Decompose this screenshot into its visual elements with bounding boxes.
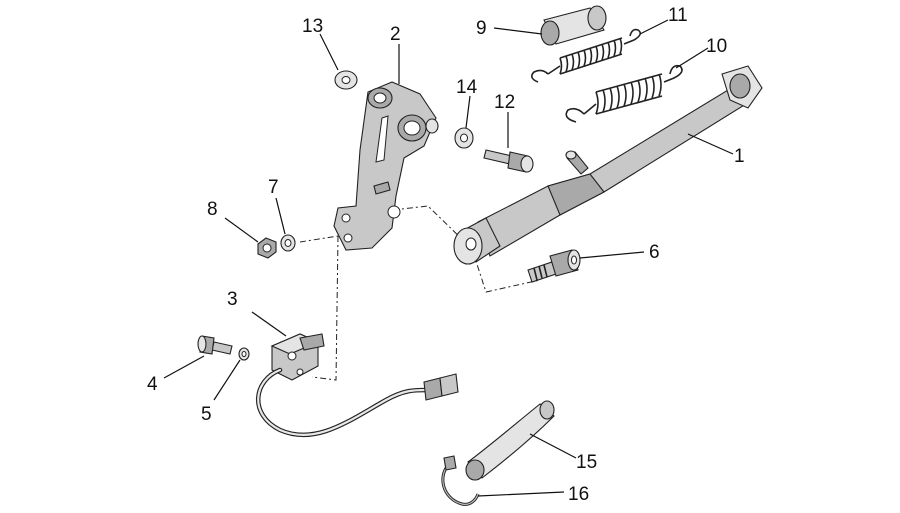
washer-14 (454, 127, 474, 149)
bracket (333, 81, 439, 251)
washer-7 (280, 234, 296, 252)
switch-wire (256, 367, 459, 438)
label-part-14: 14 (456, 77, 478, 98)
screw-12 (483, 149, 534, 173)
washer-13 (334, 70, 358, 90)
clamp-16 (441, 455, 480, 506)
washer-5 (238, 347, 250, 361)
label-part-15: 15 (576, 452, 597, 473)
side-stand (453, 65, 763, 265)
label-part-16: 16 (568, 484, 589, 505)
label-part-1: 1 (734, 146, 745, 167)
stand-switch-3 (270, 333, 325, 381)
label-part-4: 4 (147, 374, 158, 395)
label-part-5: 5 (201, 404, 212, 425)
assembly-lines (299, 205, 541, 381)
label-part-11: 11 (668, 5, 688, 26)
pivot-bolt-6 (527, 249, 581, 283)
label-part-8: 8 (207, 199, 218, 220)
label-part-9: 9 (476, 18, 487, 39)
part-labels: 1 2 3 4 5 6 7 8 9 10 11 12 13 14 15 16 (147, 5, 745, 505)
spring-11 (530, 28, 642, 83)
label-part-12: 12 (494, 92, 515, 113)
spring-10 (565, 64, 683, 123)
label-part-13: 13 (302, 16, 323, 37)
label-part-7: 7 (268, 177, 279, 198)
leader-lines (163, 19, 734, 497)
hose-15 (465, 400, 555, 481)
label-part-6: 6 (649, 242, 660, 263)
nut-8 (257, 237, 277, 259)
sleeve-9 (540, 5, 607, 46)
label-part-10: 10 (706, 36, 727, 57)
label-part-3: 3 (227, 289, 238, 310)
label-part-2: 2 (390, 24, 401, 45)
screw-4 (197, 335, 233, 355)
